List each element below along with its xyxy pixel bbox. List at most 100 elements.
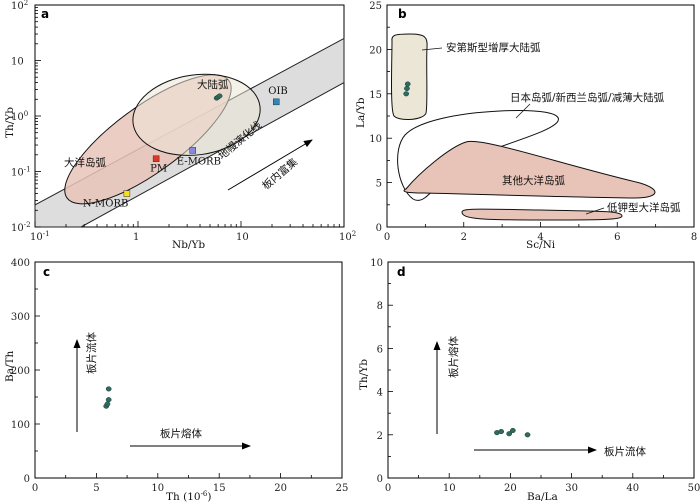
panel-d-xlabel: Ba/La [527,491,558,503]
y-tick-label: 200 [11,366,30,377]
panel-c-samples [103,386,112,409]
x-tick-label: 102 [339,230,356,243]
reference-point-oib [273,98,280,106]
slab-fluid-label-d: 板片流体 [604,445,646,458]
x-tick-label: 20 [504,483,517,494]
slab-fluid-label: 板片流体 [85,332,98,374]
y-tick-label: 8 [377,301,383,312]
x-tick-label: 15 [213,483,226,494]
y-tick-label: 15 [369,90,382,101]
sample-point [498,429,505,435]
slab-melt-label: 板片熔体 [160,427,202,440]
reference-point-label: N-MORB [83,199,128,210]
other-oceanic-arc-label: 其他大洋岛弧 [502,174,565,187]
y-tick-label: 10-2 [11,221,31,234]
sample-point [104,401,111,407]
y-tick-label: 102 [11,0,28,12]
sample-point [404,85,410,92]
y-tick-label: 5 [376,179,382,190]
x-tick-label: 50 [688,483,700,494]
x-tick-label: 40 [626,483,639,494]
sample-point [216,93,223,99]
reference-point-e-morb [189,147,196,154]
reference-point-label: E-MORB [177,156,221,167]
low-k-oceanic-arc-label: 低钾型大洋岛弧 [607,201,681,214]
sample-point [105,397,112,403]
panel-c-xlabel: Th (10-6) [166,490,212,503]
y-tick-label: 0 [377,474,383,485]
y-tick-label: 0 [376,223,382,234]
oceanic-island-arc-label: 大洋岛弧 [64,156,106,169]
andean-arc-region [391,33,428,121]
y-tick-label: 25 [369,1,382,12]
x-tick-label: 0 [384,232,390,243]
intraplate-enrichment-arrow [227,139,313,191]
y-tick-label: 10-1 [11,166,31,179]
reference-point-n-morb [123,190,131,197]
x-tick-label: 6 [614,232,620,243]
japan-nz-leader-line [515,103,531,119]
japan-nz-arc-label: 日本岛弧/新西兰岛弧/减薄大陆弧 [510,91,665,104]
panel-a-samples [213,93,223,101]
slab-melt-label-d: 板片熔体 [447,336,460,378]
low-k-oceanic-arc-region [461,208,623,221]
intraplate-enrichment-label: 板内富集 [260,155,301,192]
reference-point-pm [152,155,160,162]
panel-a-letter: a [41,7,49,21]
panel-d-samples [494,427,531,438]
y-tick-label: 4 [377,388,383,399]
panel-a-reference-points: OIB E-MORB PM N-MORB [83,86,288,210]
panel-b-ylabel: La/Yb [355,97,367,128]
andean-leader-line [421,47,443,51]
y-tick-label: 10 [369,134,382,145]
y-tick-label: 300 [11,312,30,323]
y-tick-label: 10 [370,258,383,269]
x-tick-label: 10-1 [30,230,50,243]
panel-b-samples [403,81,411,97]
andean-arc-label: 安第斯型增厚大陆弧 [446,41,541,54]
y-tick-label: 0 [24,474,30,485]
x-tick-label: 10 [236,232,249,243]
x-tick-label: 5 [93,483,99,494]
panel-a-ylabel: Th/Yb [4,107,16,138]
y-tick-label: 100 [11,420,30,431]
sample-point [404,81,411,87]
panel-d-letter: d [397,265,406,279]
x-tick-label: 2 [461,232,467,243]
other-oceanic-arc-region [403,140,656,199]
continental-arc-label: 大陆弧 [197,78,229,91]
x-tick-label: 30 [565,483,578,494]
x-tick-label: 1 [133,232,139,243]
panel-c-letter: c [43,265,50,279]
reference-point-label: PM [150,164,167,175]
low-k-leader-line [585,207,605,215]
x-tick-label: 20 [274,483,287,494]
x-tick-label: 4 [537,232,543,243]
y-tick-label: 6 [377,344,383,355]
sample-point [524,432,531,438]
x-tick-label: 8 [691,232,697,243]
sample-point [506,431,513,437]
y-tick-label: 100 [11,110,28,123]
panel-a-xlabel: Nb/Yb [172,239,205,251]
panel-c-ylabel: Ba/Th [4,350,16,382]
reference-point-label: OIB [268,86,288,97]
y-tick-label: 10 [11,57,24,68]
y-tick-label: 400 [11,258,30,269]
panel-d-ylabel: Th/Yb [358,359,370,390]
x-tick-label: 0 [32,483,38,494]
x-tick-label: 10 [443,483,456,494]
x-tick-label: 25 [336,483,349,494]
panel-d-frame [387,261,695,479]
y-tick-label: 2 [377,431,383,442]
panel-b-letter: b [398,7,407,21]
sample-point [105,386,112,392]
